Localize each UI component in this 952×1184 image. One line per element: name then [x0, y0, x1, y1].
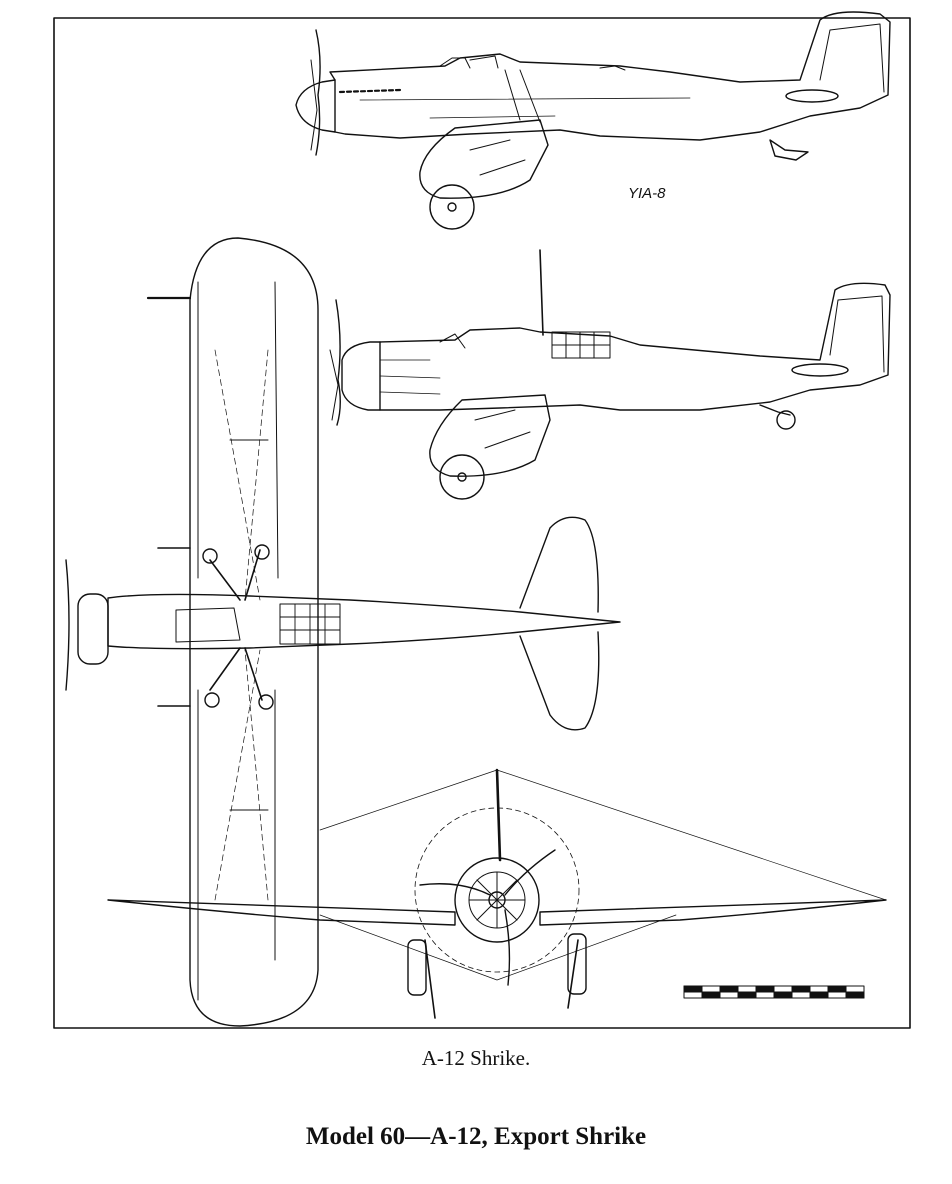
- page-title: Model 60—A-12, Export Shrike: [305, 1123, 647, 1150]
- front-view: [107, 768, 887, 1019]
- drawing-frame: [53, 17, 911, 1029]
- top-view: [65, 237, 621, 1027]
- side-view-a12: [329, 249, 891, 500]
- side-view-label: YIA-8: [628, 185, 666, 202]
- figure-caption: A-12 Shrike.: [421, 1046, 531, 1070]
- scale-bar: [683, 985, 865, 999]
- side-view-yia8: [295, 11, 891, 230]
